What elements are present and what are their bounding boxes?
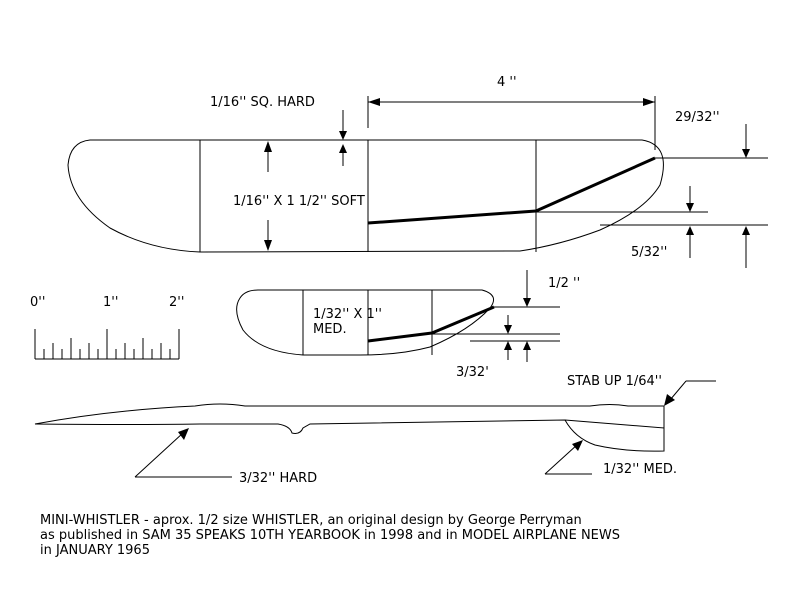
arrow-icon bbox=[339, 144, 347, 153]
scale-label-0: 0'' bbox=[30, 295, 45, 310]
scale-ruler: 0'' 1'' 2'' bbox=[30, 295, 184, 360]
stab-incidence-label: STAB UP 1/64'' bbox=[567, 374, 662, 389]
scale-label-1: 1'' bbox=[103, 295, 118, 310]
wing-tip-spar-line bbox=[535, 156, 656, 213]
stab-spar-line bbox=[367, 331, 433, 343]
rib-stock-label: 1/16'' X 1 1/2'' SOFT bbox=[233, 194, 365, 209]
arrow-icon bbox=[178, 428, 189, 440]
stabilizer-plan: 1/32'' X 1'' MED. 1/2 '' 3/32' bbox=[236, 270, 580, 380]
wing-outline bbox=[67, 139, 664, 253]
stab-rise-label: 1/2 '' bbox=[548, 276, 580, 291]
arrow-icon bbox=[643, 98, 655, 106]
wing-spar-line bbox=[367, 209, 537, 225]
wing-plan: 4 '' 1/16'' SQ. HARD 1/16'' X 1 1/2'' SO… bbox=[67, 75, 768, 268]
leader-line bbox=[669, 380, 687, 401]
arrow-icon bbox=[504, 341, 512, 350]
stab-grade-label: MED. bbox=[313, 322, 347, 337]
tip-offset-label: 5/32'' bbox=[631, 245, 667, 260]
arrow-icon bbox=[368, 98, 380, 106]
tip-rise-label: 29/32'' bbox=[675, 110, 720, 125]
span-label: 4 '' bbox=[497, 75, 517, 90]
scale-label-2: 2'' bbox=[169, 295, 184, 310]
fin-outline bbox=[564, 419, 665, 452]
stab-offset-label: 3/32' bbox=[456, 365, 489, 380]
drawing-caption: MINI-WHISTLER - aprox. 1/2 size WHISTLER… bbox=[40, 513, 780, 558]
arrow-icon bbox=[572, 440, 583, 451]
arrow-icon bbox=[742, 149, 750, 158]
stab-stock-label: 1/32'' X 1'' bbox=[313, 307, 382, 322]
arrow-icon bbox=[523, 298, 531, 307]
fin-label: 1/32'' MED. bbox=[603, 462, 677, 477]
arrow-icon bbox=[264, 141, 272, 152]
stab-tip-spar-line bbox=[431, 305, 495, 335]
arrow-icon bbox=[504, 325, 512, 334]
arrow-icon bbox=[686, 203, 694, 212]
fuselage-label: 3/32'' HARD bbox=[239, 471, 317, 486]
caption-line: in JANUARY 1965 bbox=[40, 543, 150, 558]
caption-line: as published in SAM 35 SPEAKS 10TH YEARB… bbox=[40, 528, 620, 543]
arrow-icon bbox=[523, 341, 531, 350]
arrow-icon bbox=[339, 131, 347, 140]
leader-line bbox=[544, 443, 579, 475]
leader-line bbox=[134, 432, 184, 478]
arrow-icon bbox=[686, 226, 694, 235]
spar-label: 1/16'' SQ. HARD bbox=[210, 95, 315, 110]
fuselage-side-view: STAB UP 1/64'' 3/32'' HARD 1/32'' MED. bbox=[34, 374, 716, 486]
arrow-icon bbox=[264, 240, 272, 251]
fuselage-outline bbox=[34, 403, 665, 434]
caption-line: MINI-WHISTLER - aprox. 1/2 size WHISTLER… bbox=[40, 513, 582, 528]
arrow-icon bbox=[742, 226, 750, 235]
arrow-icon bbox=[664, 394, 675, 406]
